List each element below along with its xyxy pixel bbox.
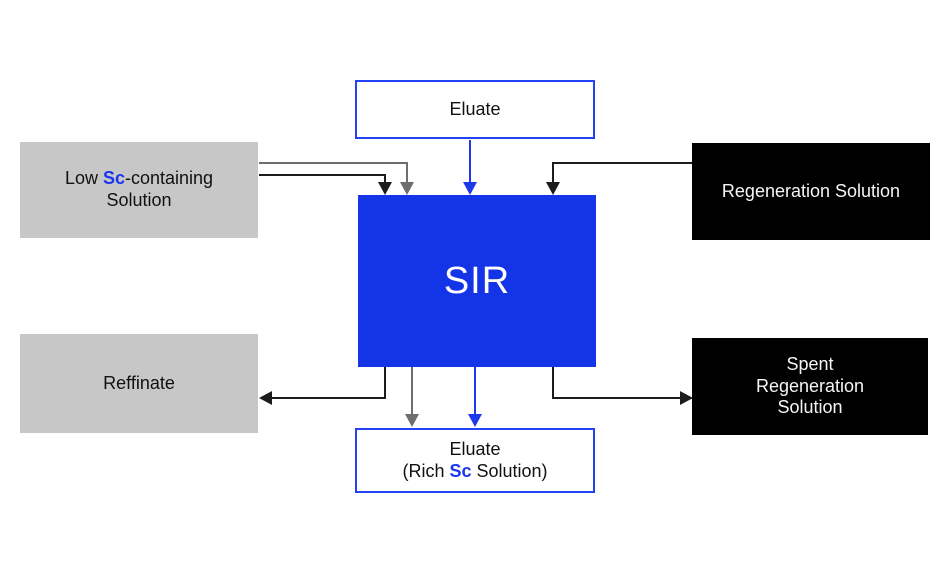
reffinate-label: Reffinate <box>103 372 175 393</box>
low-sc-containing-solution-box: Low Sc-containing Solution <box>20 142 258 238</box>
low-sc-containing-solution-label: Low Sc-containing Solution <box>64 168 214 210</box>
reffinate-box: Reffinate <box>20 334 258 433</box>
arrow-eluate-to-sir <box>463 140 477 195</box>
sc-highlight: Sc <box>102 168 125 189</box>
arrow-low-sc-to-sir-black <box>259 174 392 195</box>
arrow-sir-to-eluate-gray <box>405 367 419 427</box>
sir-label: SIR <box>443 259 511 302</box>
eluate-input-label: Eluate <box>449 98 501 119</box>
arrow-low-sc-to-sir-gray <box>259 162 414 195</box>
sir-box: SIR <box>358 195 596 367</box>
eluate-input-box: Eluate <box>355 80 595 139</box>
spent-regeneration-solution-box: Spent Regeneration Solution <box>692 338 928 435</box>
arrow-sir-to-spent-regeneration <box>552 367 693 405</box>
regeneration-solution-label: Regeneration Solution <box>721 180 901 201</box>
arrow-sir-to-reffinate <box>259 367 386 405</box>
arrow-sir-to-eluate-blue <box>468 367 482 427</box>
sc-highlight: Sc <box>449 460 472 481</box>
eluate-rich-sc-box: Eluate (Rich Sc Solution) <box>355 428 595 493</box>
eluate-rich-sc-label: Eluate (Rich Sc Solution) <box>402 438 548 481</box>
arrow-regeneration-to-sir <box>546 162 692 195</box>
regeneration-solution-box: Regeneration Solution <box>692 143 930 240</box>
spent-regeneration-solution-label: Spent Regeneration Solution <box>755 353 865 418</box>
